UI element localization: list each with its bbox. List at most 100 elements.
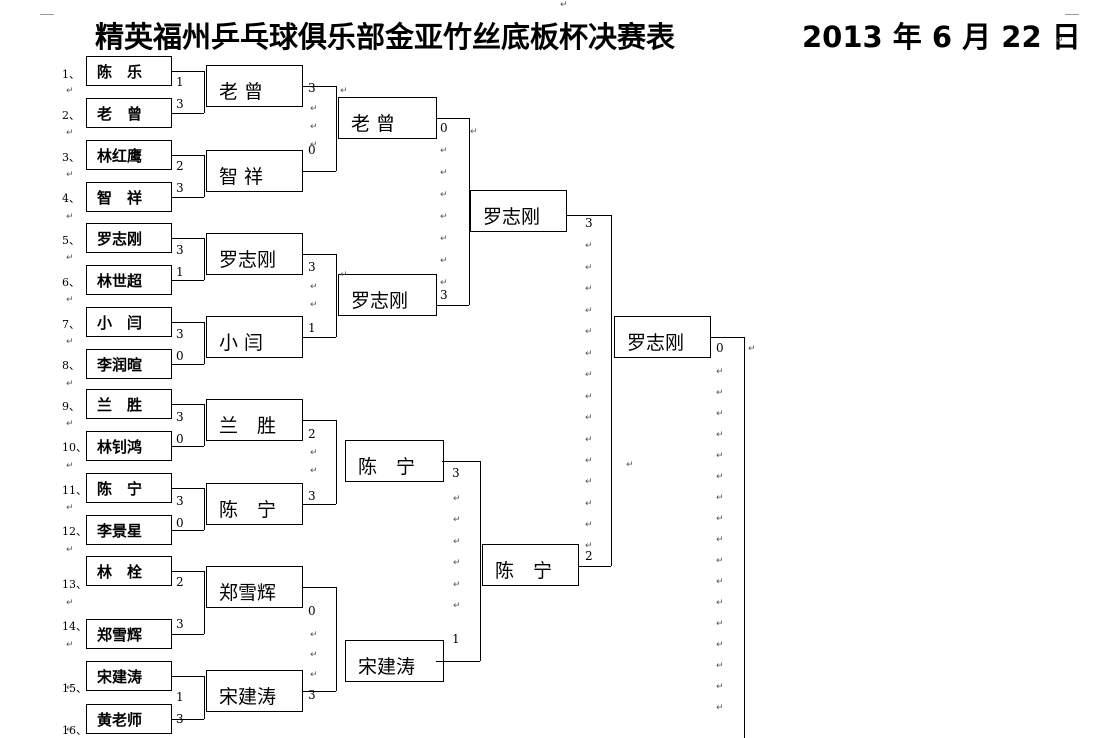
paragraph-mark: ↵ (66, 128, 74, 138)
paragraph-mark: ↵ (716, 682, 724, 692)
semifinal-player: 陈 宁 (482, 544, 579, 586)
round3-score: 0 (440, 121, 448, 135)
bracket-line (171, 634, 204, 635)
paragraph-mark: ↵ (716, 451, 724, 461)
seed-number: 12、 (62, 525, 87, 538)
round2-score: 0 (308, 604, 316, 618)
paragraph-mark: ↵ (440, 256, 448, 266)
round2-player: 郑雪辉 (206, 566, 303, 608)
round1-player: 老 曾 (86, 98, 172, 128)
round1-player: 陈 宁 (86, 473, 172, 503)
sheet-title: 精英福州乒乓球俱乐部金亚竹丝底板杯决赛表 (95, 20, 676, 54)
paragraph-mark: ↵ (585, 306, 593, 316)
paragraph-mark: ↵ (66, 337, 74, 347)
bracket-line (442, 461, 480, 462)
round3-player: 罗志刚 (338, 274, 437, 316)
paragraph-mark: ↵ (440, 190, 448, 200)
round3-player: 宋建涛 (345, 640, 444, 682)
page-corner-mark-left (40, 0, 54, 15)
paragraph-mark: ↵ (585, 413, 593, 423)
paragraph-mark: ↵ (716, 640, 724, 650)
paragraph-mark: ↵ (440, 212, 448, 222)
paragraph-mark: ↵ (310, 282, 318, 292)
bracket-line (303, 691, 336, 692)
paragraph-mark: ↵ (310, 630, 318, 640)
paragraph-mark: ↵ (585, 349, 593, 359)
paragraph-mark: ↵ (585, 392, 593, 402)
paragraph-mark: ↵ (585, 435, 593, 445)
bracket-line (336, 420, 337, 504)
round2-player: 小 闫 (206, 316, 303, 358)
paragraph-mark: ↵ (340, 86, 348, 96)
paragraph-mark: ↵ (626, 460, 634, 470)
paragraph-mark: ↵ (716, 619, 724, 629)
seed-number: 14、 (62, 620, 87, 633)
paragraph-mark: ↵ (66, 253, 74, 263)
paragraph-mark: ↵ (66, 640, 74, 650)
paragraph-mark: ↵ (453, 558, 461, 568)
round1-score: 1 (176, 690, 184, 704)
paragraph-mark: ↵ (585, 241, 593, 251)
bracket-line (171, 322, 204, 323)
bracket-line (171, 71, 204, 72)
bracket-line (303, 86, 336, 87)
paragraph-mark: ↵ (716, 514, 724, 524)
round1-score: 3 (176, 494, 184, 508)
seed-number: 6、 (62, 276, 80, 289)
bracket-line (204, 488, 205, 530)
bracket-line (579, 566, 611, 567)
bracket-line (171, 113, 204, 114)
champion-box: 罗志刚 (614, 316, 711, 358)
round1-score: 1 (176, 75, 184, 89)
bracket-line (171, 676, 204, 677)
round1-player: 小 闫 (86, 307, 172, 337)
page-corner-mark-right (1065, 0, 1079, 15)
paragraph-mark: ↵ (453, 515, 461, 525)
paragraph-mark: ↵ (585, 284, 593, 294)
round1-score: 3 (176, 181, 184, 195)
round1-player: 黄老师 (86, 704, 172, 734)
paragraph-mark: ↵ (66, 86, 74, 96)
round1-score: 3 (176, 410, 184, 424)
bracket-line (303, 587, 336, 588)
paragraph-mark: ↵ (716, 409, 724, 419)
round3-score: 3 (440, 288, 448, 302)
round2-score: 3 (308, 688, 316, 702)
paragraph-mark: ↵ (716, 661, 724, 671)
round3-player: 陈 宁 (345, 440, 444, 482)
bracket-line (336, 86, 337, 171)
bracket-line (171, 280, 204, 281)
paragraph-mark: ↵ (748, 344, 756, 354)
round2-player: 宋建涛 (206, 670, 303, 712)
paragraph-mark: ↵ (66, 503, 74, 513)
seed-number: 10、 (62, 441, 87, 454)
bracket-line (711, 337, 744, 338)
semifinal-score: 3 (585, 216, 593, 230)
paragraph-mark: ↵ (716, 430, 724, 440)
round1-score: 0 (176, 432, 184, 446)
round2-score: 0 (308, 143, 316, 157)
paragraph-mark: ↵ (585, 541, 593, 551)
round1-score: 1 (176, 265, 184, 279)
round1-score: 2 (176, 159, 184, 173)
paragraph-mark: ↵ (1056, 36, 1064, 46)
bracket-line (171, 488, 204, 489)
bracket-line (744, 337, 745, 738)
paragraph-mark: ↵ (470, 127, 478, 137)
bracket-line (204, 71, 205, 113)
bracket-line (171, 155, 204, 156)
seed-number: 11、 (62, 484, 87, 497)
paragraph-mark: ↵ (66, 419, 74, 429)
bracket-line (204, 676, 205, 719)
bracket-line (469, 118, 470, 305)
bracket-line (303, 420, 336, 421)
seed-number: 13、 (62, 578, 87, 591)
round1-player: 林钊鸿 (86, 431, 172, 461)
round3-score: 1 (452, 632, 460, 646)
paragraph-mark: ↵ (585, 456, 593, 466)
round1-player: 罗志刚 (86, 223, 172, 253)
bracket-line (204, 404, 205, 446)
bracket-line (171, 719, 204, 720)
round1-player: 李润暄 (86, 349, 172, 379)
paragraph-mark: ↵ (585, 327, 593, 337)
